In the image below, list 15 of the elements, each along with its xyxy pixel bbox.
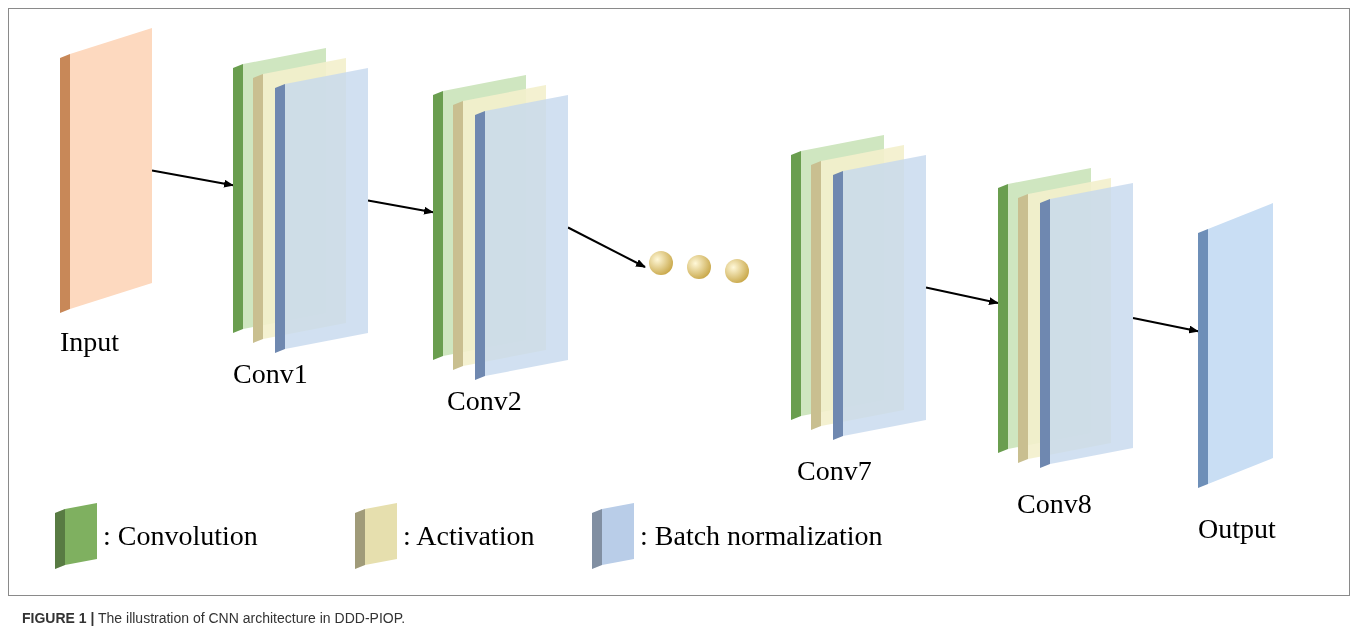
arrow bbox=[925, 286, 999, 305]
layer-label: Conv7 bbox=[797, 457, 872, 485]
arrow bbox=[151, 169, 234, 188]
arrow bbox=[367, 199, 434, 215]
layer-label: Conv1 bbox=[233, 360, 308, 388]
layer-label: Output bbox=[1198, 515, 1276, 543]
layer-label: Conv8 bbox=[1017, 490, 1092, 518]
legend-label: : Batch normalization bbox=[640, 522, 883, 550]
legend-label: : Activation bbox=[403, 522, 535, 550]
legend-label: : Convolution bbox=[103, 522, 258, 550]
arrow bbox=[1132, 317, 1199, 334]
figure-caption: FIGURE 1 | The illustration of CNN architecture in DDD-PIOP. bbox=[22, 609, 406, 628]
layer-label: Input bbox=[60, 328, 120, 356]
layer-label: Conv2 bbox=[447, 387, 522, 415]
arrow bbox=[567, 226, 646, 268]
